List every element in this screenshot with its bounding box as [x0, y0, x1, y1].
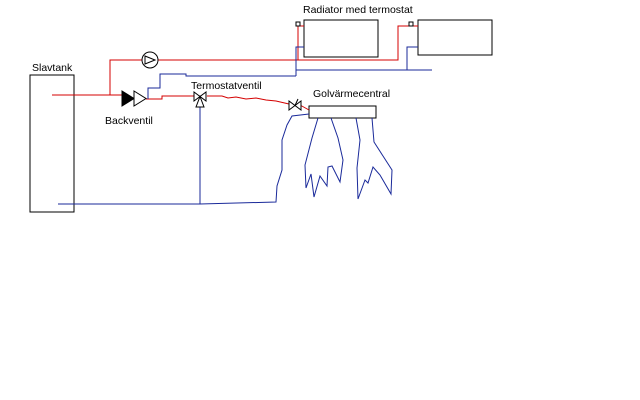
radiator-right	[417, 19, 493, 56]
thermostat-valve-label: Termostatventil	[191, 80, 262, 92]
return-pipes	[58, 46, 432, 205]
pump-icon	[141, 51, 159, 69]
check-valve-label: Backventil	[105, 115, 153, 127]
storage-tank	[29, 74, 75, 213]
radiator-left	[303, 19, 379, 58]
valve-icon	[288, 98, 302, 111]
floor-heating-label: Golvärmecentral	[313, 88, 390, 100]
radiator-label: Radiator med termostat	[303, 4, 413, 16]
floor-heating-manifold	[308, 105, 377, 119]
radiator-valve-icon	[295, 21, 414, 27]
check-valve-icon	[121, 90, 147, 107]
thermostat-valve-icon	[193, 91, 207, 108]
tank-label: Slavtank	[32, 62, 73, 74]
floor-heating-loops	[304, 117, 393, 200]
supply-pipes	[52, 25, 418, 111]
